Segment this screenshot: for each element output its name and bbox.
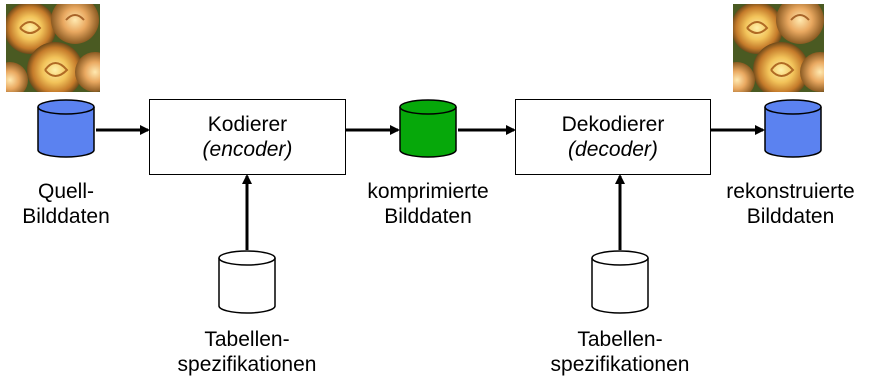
source-data-cylinder-icon <box>37 99 95 158</box>
table-spec-decoder-label: Tabellen- spezifikationen <box>550 328 690 376</box>
reconstructed-data-cylinder-icon <box>764 99 822 158</box>
source-image <box>6 4 100 92</box>
table-spec-encoder-label: Tabellen- spezifikationen <box>177 328 317 376</box>
decoder-subtitle: (decoder) <box>568 138 658 161</box>
table-spec-encoder-cylinder-icon <box>218 250 276 314</box>
encoder-subtitle: (encoder) <box>202 138 293 161</box>
source-data-label: Quell- Bilddaten <box>22 180 110 228</box>
table-spec-decoder-cylinder-icon <box>591 250 649 314</box>
decoder-title: Dekodierer <box>561 113 665 136</box>
reconstructed-image <box>733 4 824 92</box>
decoder-box: Dekodierer (decoder) <box>515 99 711 175</box>
compressed-data-cylinder-icon <box>399 99 457 158</box>
reconstructed-data-label: rekonstruierte Bilddaten <box>726 180 855 228</box>
compressed-data-label: komprimierte Bilddaten <box>367 180 489 228</box>
encoder-box: Kodierer (encoder) <box>149 99 346 175</box>
encoder-title: Kodierer <box>207 113 288 136</box>
